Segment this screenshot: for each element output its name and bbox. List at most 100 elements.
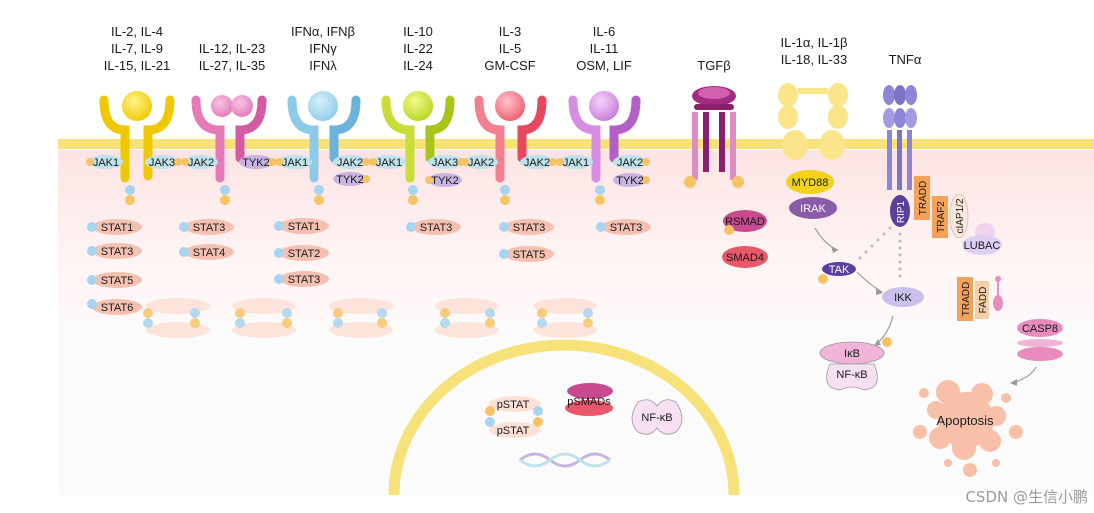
- jak-kinase: JAK3: [428, 155, 465, 169]
- svg-text:STAT3: STAT3: [420, 222, 453, 234]
- svg-text:STAT2: STAT2: [288, 248, 321, 260]
- dna-helix: [519, 452, 611, 468]
- svg-text:STAT3: STAT3: [288, 274, 321, 286]
- ligand-label: IL-1α, IL-1β: [780, 35, 847, 50]
- tradd: TRADD: [914, 176, 930, 220]
- svg-text:FADD: FADD: [978, 287, 989, 314]
- svg-text:pSTAT: pSTAT: [497, 425, 530, 437]
- svg-text:IL-5: IL-5: [499, 41, 521, 56]
- svg-text:JAK2: JAK2: [524, 157, 550, 169]
- traf2: TRAF2: [932, 196, 948, 238]
- svg-text:JAK3: JAK3: [149, 157, 175, 169]
- ligand-label: TGFβ: [697, 58, 730, 73]
- ligand-label: IL-11: [590, 41, 619, 56]
- receptor-beta-common-chain: [474, 91, 547, 183]
- svg-text:JAK1: JAK1: [282, 157, 308, 169]
- jak-kinase: JAK1: [556, 155, 593, 169]
- svg-text:cIAP1/2: cIAP1/2: [955, 198, 966, 233]
- ligand-label: IL-10: [403, 24, 433, 39]
- ikb-label: IκB: [844, 348, 860, 360]
- svg-text:JAK1: JAK1: [563, 157, 589, 169]
- svg-text:TYK2: TYK2: [336, 174, 364, 186]
- svg-text:IL-10: IL-10: [403, 24, 433, 39]
- ligand-label: IL-18, IL-33: [781, 52, 848, 67]
- svg-text:IL-11: IL-11: [590, 41, 619, 56]
- svg-text:CASP8: CASP8: [1022, 323, 1058, 335]
- stat-dimer: [329, 298, 393, 338]
- svg-text:NF-κB: NF-κB: [641, 412, 672, 424]
- svg-text:IFNα, IFNβ: IFNα, IFNβ: [291, 24, 355, 39]
- ligand-label: IFNα, IFNβ: [291, 24, 355, 39]
- svg-text:STAT4: STAT4: [193, 247, 226, 259]
- tyk-kinase: TYK2: [333, 172, 370, 186]
- receptor-gp130: [568, 91, 641, 183]
- stat-protein: STAT5: [87, 272, 142, 288]
- stat-protein: STAT3: [274, 271, 329, 287]
- stat-protein: STAT5: [499, 246, 554, 262]
- svg-text:STAT1: STAT1: [288, 221, 321, 233]
- stat-dimer: [143, 298, 210, 338]
- nfkb-ikb-complex: IκB NF-κB: [819, 341, 885, 391]
- jak-kinases: JAK1 JAK3 JAK2 TYK2 JAK1 JAK2 TYK2 JAK1 …: [86, 155, 650, 187]
- jak-kinase: JAK2: [613, 155, 650, 169]
- jak-kinase: JAK2: [181, 155, 218, 169]
- svg-text:LUBAC: LUBAC: [964, 240, 1001, 252]
- svg-text:JAK2: JAK2: [617, 157, 643, 169]
- stat-proteins: STAT1 STAT3 STAT5 STAT6 STAT3 STAT4 STAT…: [87, 218, 651, 315]
- jak-kinase: JAK2: [461, 155, 498, 169]
- svg-text:STAT3: STAT3: [193, 222, 226, 234]
- stat-protein: STAT3: [499, 219, 554, 235]
- ligand-labels: IL-2, IL-4 IL-7, IL-9 IL-15, IL-21 IL-12…: [104, 24, 922, 73]
- svg-text:RIP1: RIP1: [896, 200, 907, 223]
- apoptosis-label: Apoptosis: [936, 413, 994, 428]
- stat-dimer: [232, 298, 296, 338]
- stat-protein: STAT1: [87, 219, 142, 235]
- receptor-il10-family: [381, 91, 455, 183]
- ikk: IKK: [882, 287, 924, 307]
- jak-kinase: JAK2: [333, 155, 370, 169]
- receptor-il1: [778, 83, 848, 194]
- svg-text:TNFα: TNFα: [889, 52, 922, 67]
- receptor-common-gamma-chain: [99, 91, 175, 183]
- jak-kinase: JAK1: [369, 155, 406, 169]
- casp8: CASP8: [1017, 319, 1063, 361]
- cell-membrane: [58, 139, 1094, 149]
- receptor-il12-family: [191, 95, 267, 183]
- svg-text:IL-18, IL-33: IL-18, IL-33: [781, 52, 848, 67]
- svg-text:pSMADs: pSMADs: [567, 396, 611, 408]
- tak: TAK: [818, 262, 856, 284]
- tyk-kinase: TYK2: [425, 173, 462, 187]
- smad4: SMAD4: [722, 246, 768, 268]
- svg-text:JAK1: JAK1: [376, 157, 402, 169]
- svg-text:TGFβ: TGFβ: [697, 58, 730, 73]
- ciap: cIAP1/2: [949, 193, 969, 239]
- stat-protein: STAT3: [406, 219, 461, 235]
- ligand-label: GM-CSF: [484, 58, 535, 73]
- svg-text:IL-27, IL-35: IL-27, IL-35: [199, 58, 266, 73]
- svg-text:JAK2: JAK2: [337, 157, 363, 169]
- svg-text:IL-2, IL-4: IL-2, IL-4: [111, 24, 163, 39]
- rsmad: RSMAD: [723, 210, 767, 235]
- svg-text:TYK2: TYK2: [431, 175, 459, 187]
- svg-text:STAT1: STAT1: [101, 222, 134, 234]
- ligand-label: IL-7, IL-9: [111, 41, 163, 56]
- svg-text:IKK: IKK: [894, 292, 912, 304]
- nucleus: pSTAT pSTAT pSMADs NF-κB: [388, 339, 740, 496]
- tnf-cascade: RIP1 TRADD TRAF2 cIAP1/2 LUBAC TRADD FAD…: [890, 176, 1063, 477]
- jak-kinase: JAK1: [275, 155, 312, 169]
- svg-text:JAK3: JAK3: [432, 157, 458, 169]
- svg-text:TRAF2: TRAF2: [936, 201, 947, 233]
- svg-text:TAK: TAK: [829, 264, 850, 276]
- smad-proteins: RSMAD SMAD4: [722, 210, 768, 268]
- tyk-kinase: TYK2: [613, 173, 650, 187]
- svg-text:IL-22: IL-22: [403, 41, 433, 56]
- stat-protein: STAT3: [179, 219, 234, 235]
- svg-text:RSMAD: RSMAD: [725, 216, 765, 228]
- nfkb-label: NF-κB: [836, 369, 867, 381]
- svg-text:IL-12, IL-23: IL-12, IL-23: [199, 41, 266, 56]
- stat-dimers: [143, 298, 597, 338]
- ligand-label: IL-12, IL-23: [199, 41, 266, 56]
- myd88-label: MYD88: [792, 177, 829, 189]
- watermark: CSDN @生信小鹏: [965, 488, 1088, 506]
